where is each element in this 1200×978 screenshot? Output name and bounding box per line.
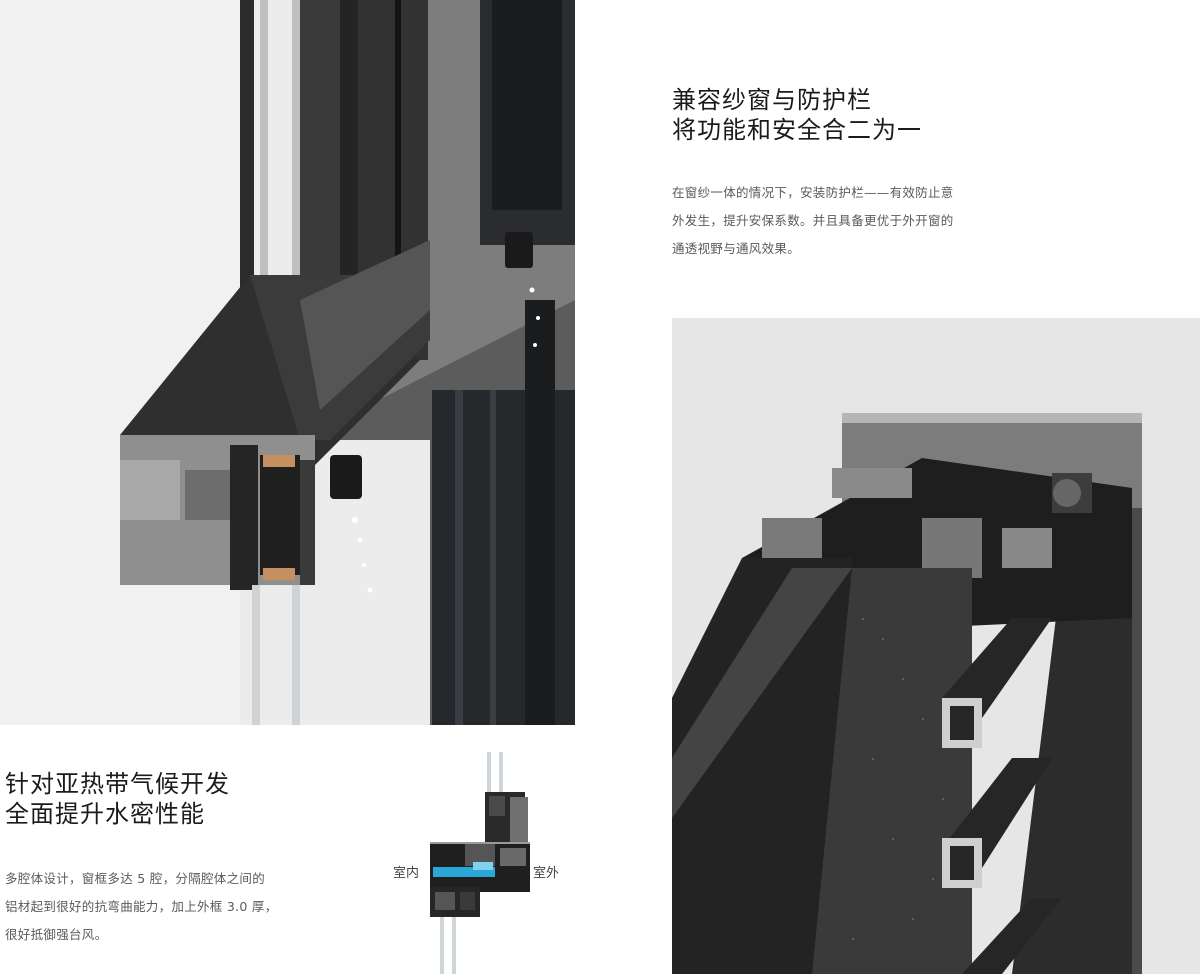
feature-heading-screen-guard: 兼容纱窗与防护栏 将功能和安全合二为一 xyxy=(672,85,1092,145)
feature-description-watertight: 多腔体设计，窗框多达 5 腔，分隔腔体之间的 铝材起到很好的抗弯曲能力，加上外框… xyxy=(5,865,305,949)
heading-line: 针对亚热带气候开发 xyxy=(5,770,230,798)
description-line: 铝材起到很好的抗弯曲能力，加上外框 3.0 厚， xyxy=(5,899,278,914)
outdoor-label: 室外 xyxy=(533,866,560,881)
profile-screen-guard-render xyxy=(672,318,1200,974)
description-line: 很好抵御强台风。 xyxy=(5,927,108,942)
description-line: 多腔体设计，窗框多达 5 腔，分隔腔体之间的 xyxy=(5,871,266,886)
indoor-label: 室内 xyxy=(393,866,420,881)
description-line: 通透视野与通风效果。 xyxy=(672,241,801,256)
heading-line: 将功能和安全合二为一 xyxy=(672,116,922,144)
heading-line: 全面提升水密性能 xyxy=(5,800,205,828)
window-cross-section-diagram xyxy=(425,752,545,974)
feature-description-screen-guard: 在窗纱一体的情况下，安装防护栏——有效防止意 外发生，提升安保系数。并且具备更优… xyxy=(672,179,1002,263)
description-line: 在窗纱一体的情况下，安装防护栏——有效防止意 xyxy=(672,185,954,200)
window-corner-render xyxy=(0,0,575,725)
heading-line: 兼容纱窗与防护栏 xyxy=(672,86,872,114)
feature-heading-watertight: 针对亚热带气候开发 全面提升水密性能 xyxy=(5,769,425,829)
description-line: 外发生，提升安保系数。并且具备更优于外开窗的 xyxy=(672,213,954,228)
